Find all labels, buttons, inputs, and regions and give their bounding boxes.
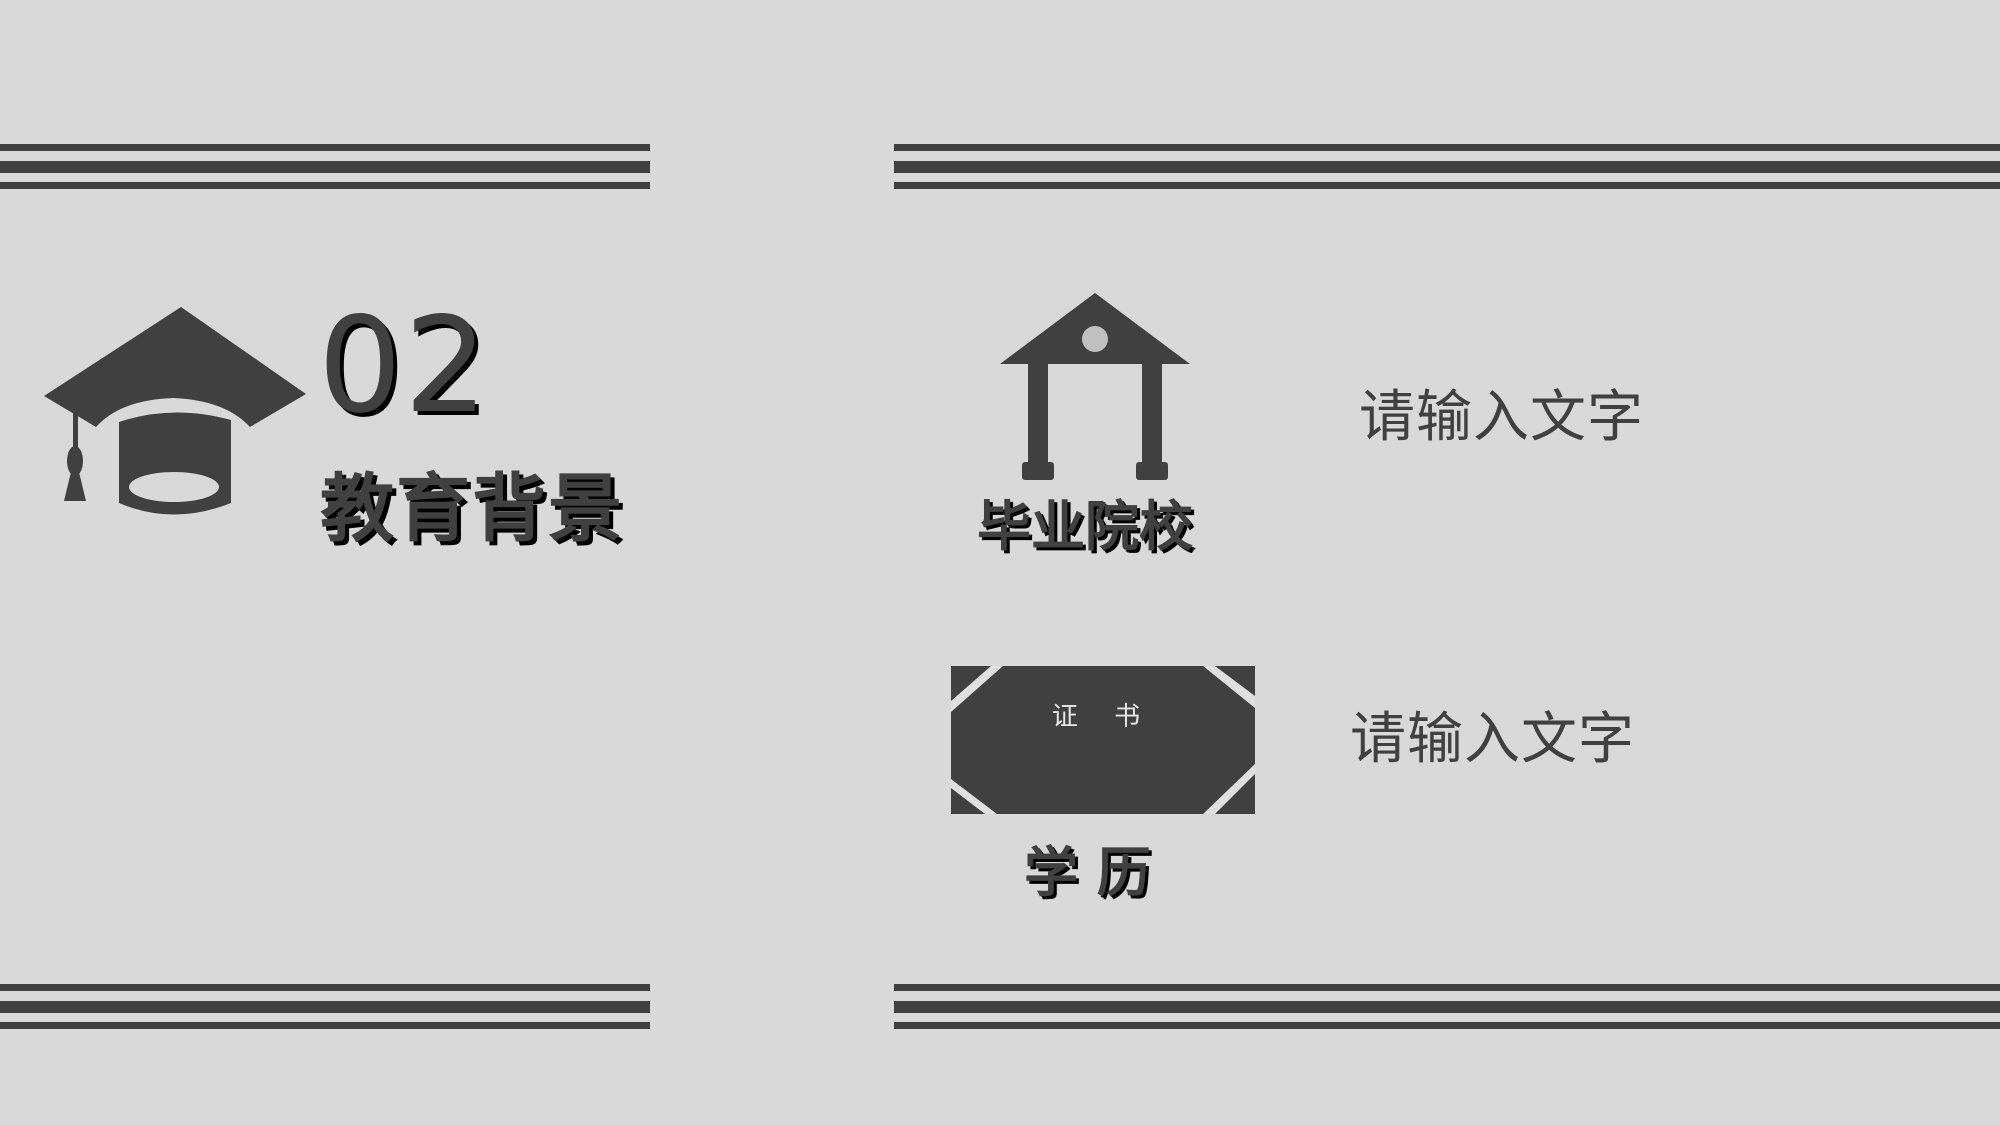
- stripe: [0, 1001, 650, 1013]
- stripe: [0, 984, 650, 991]
- certificate-text: 证 书: [1051, 702, 1155, 732]
- stripe: [894, 182, 2000, 189]
- stripe: [0, 161, 650, 173]
- school-text[interactable]: 请输入文字: [1359, 385, 1644, 450]
- degree-label: 学 历: [1024, 841, 1151, 904]
- stripe: [894, 984, 2000, 991]
- stripe: [894, 144, 2000, 151]
- section-number: 02: [318, 289, 490, 443]
- stripe: [894, 1022, 2000, 1029]
- stripe: [0, 182, 650, 189]
- section-title: 教育背景: [320, 466, 624, 552]
- stripe: [894, 1001, 2000, 1013]
- stripe: [894, 161, 2000, 173]
- school-label: 毕业院校: [977, 495, 1193, 558]
- certificate-icon: 证 书: [951, 666, 1255, 814]
- degree-text[interactable]: 请输入文字: [1350, 707, 1635, 772]
- stripe: [0, 144, 650, 151]
- stripe: [0, 1022, 650, 1029]
